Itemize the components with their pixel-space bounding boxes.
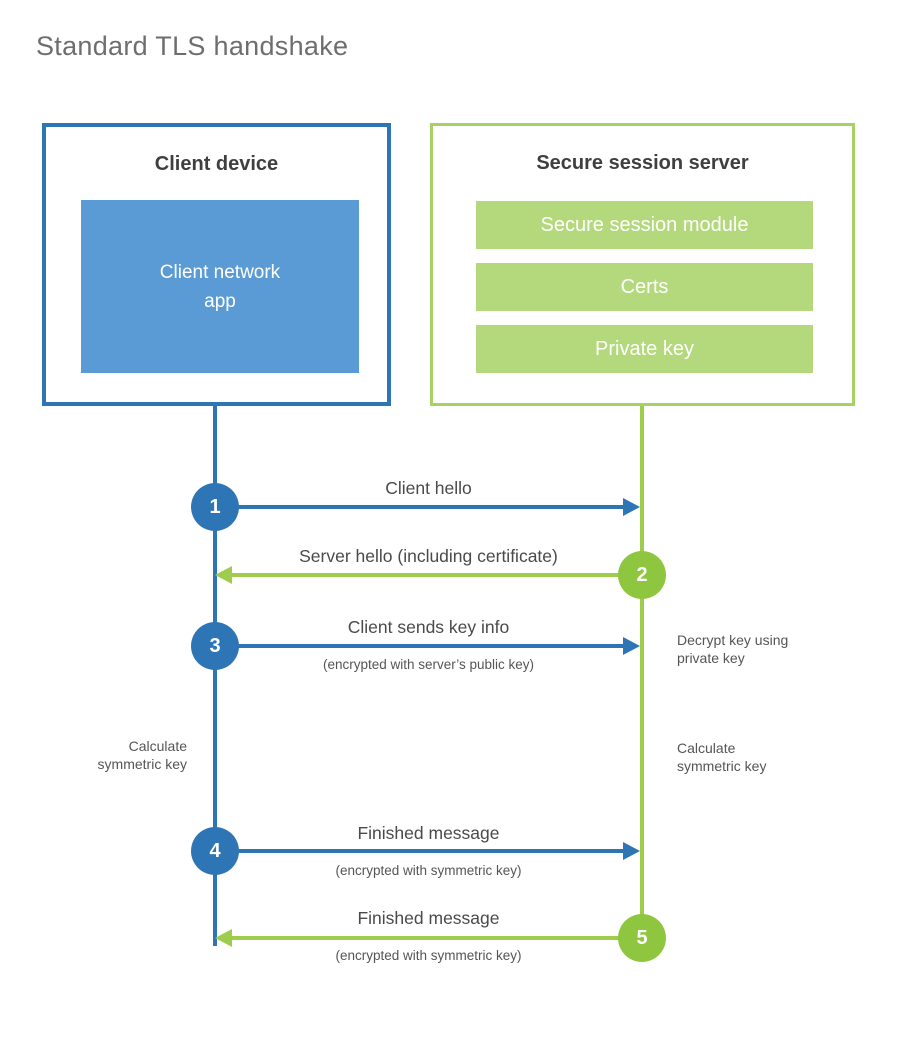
step-2-arrow-line: [230, 573, 642, 577]
server-module-private-key: Private key: [476, 325, 813, 373]
note-calculate-symmetric-key-client: Calculate symmetric key: [60, 738, 187, 773]
client-lifeline: [213, 406, 217, 946]
step-3-sublabel: (encrypted with server’s public key): [322, 657, 535, 672]
client-app-label-line1: Client network: [159, 261, 281, 283]
secure-session-server-box: Secure session server Secure session mod…: [430, 123, 855, 406]
server-module-secure-session: Secure session module: [476, 201, 813, 249]
note-calculate-symmetric-key-server: Calculate symmetric key: [677, 740, 804, 775]
note-calc-server-line1: Calculate: [677, 740, 736, 756]
step-5-sublabel: (encrypted with symmetric key): [335, 948, 522, 963]
server-lifeline: [640, 406, 644, 940]
step-3-label: Client sends key info: [347, 617, 510, 637]
client-device-heading: Client device: [154, 153, 279, 175]
step-1-number-badge: 1: [191, 483, 239, 531]
note-decrypt-key-line2: private key: [677, 649, 745, 666]
server-module-certs: Certs: [476, 263, 813, 311]
step-4-arrowhead-right-icon: [623, 842, 640, 860]
step-3-number-badge: 3: [191, 622, 239, 670]
server-heading: Secure session server: [536, 152, 749, 174]
step-5-arrow-line: [230, 936, 642, 940]
step-1-arrow-line: [215, 505, 627, 509]
page-title: Standard TLS handshake: [36, 31, 349, 61]
step-5-label: Finished message: [357, 908, 500, 928]
note-decrypt-key: Decrypt key using private key: [677, 632, 827, 667]
step-4-label: Finished message: [357, 823, 500, 843]
note-calc-server-line2: symmetric key: [677, 757, 767, 774]
step-2-number-badge: 2: [618, 551, 666, 599]
step-5-arrowhead-left-icon: [215, 929, 232, 947]
step-1-label: Client hello: [385, 478, 472, 498]
note-calc-client-line2: symmetric key: [97, 755, 187, 772]
step-3-arrowhead-right-icon: [623, 637, 640, 655]
step-2-arrowhead-left-icon: [215, 566, 232, 584]
step-1-arrowhead-right-icon: [623, 498, 640, 516]
client-app-label-line2: app: [204, 290, 236, 312]
client-network-app-box: Client network app: [81, 200, 359, 373]
step-5-number-badge: 5: [618, 914, 666, 962]
step-2-label: Server hello (including certificate): [299, 546, 558, 566]
client-device-box: Client device Client network app: [42, 123, 391, 406]
step-4-number-badge: 4: [191, 827, 239, 875]
step-3-arrow-line: [215, 644, 627, 648]
step-4-sublabel: (encrypted with symmetric key): [335, 863, 522, 878]
step-4-arrow-line: [215, 849, 627, 853]
note-calc-client-line1: Calculate: [128, 738, 187, 754]
note-decrypt-key-line1: Decrypt key using: [677, 632, 789, 648]
